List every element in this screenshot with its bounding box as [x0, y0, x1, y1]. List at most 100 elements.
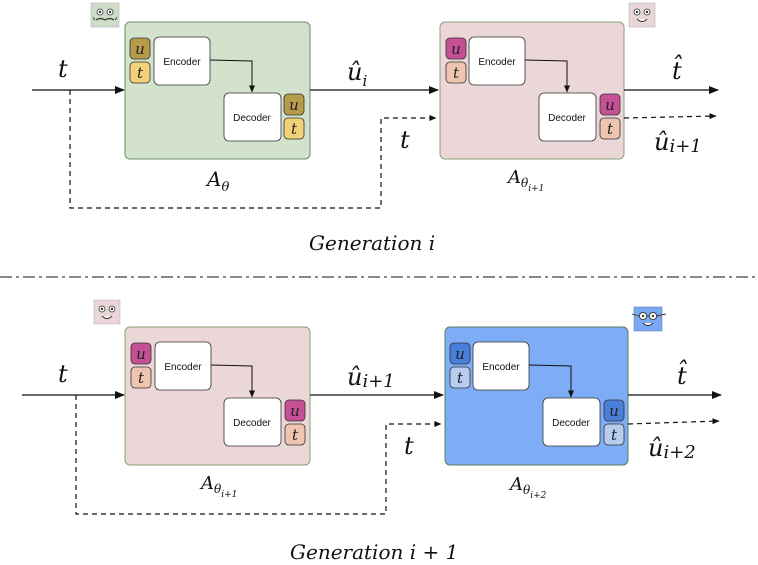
chip-u: [283, 93, 305, 116]
chip-t: [130, 366, 152, 389]
chip-u: [130, 342, 152, 365]
model-name-label: Aθi+1: [199, 473, 237, 500]
model-name-subsub: i+2: [530, 491, 546, 501]
output-u-dashed-arrow: [627, 418, 720, 425]
encoder-label: Encoder: [164, 362, 202, 373]
chip-u: [599, 93, 621, 116]
chip-t-label: t: [291, 120, 298, 138]
chip-t: [445, 61, 467, 84]
glasses-face-icon: [631, 306, 667, 332]
hat-u: û: [648, 434, 663, 462]
chip-t-label: t: [457, 369, 464, 387]
encoder-decoder-arrow: [209, 59, 255, 93]
decoder-block: [223, 92, 282, 142]
model-name: A: [199, 473, 214, 494]
encoder-label: Encoder: [482, 362, 520, 373]
mid-hat-u-label: ûi+1: [347, 363, 395, 392]
hat-u-sub: i+1: [669, 136, 701, 157]
input-t-label: t: [58, 360, 68, 388]
chip-u-label: u: [135, 40, 145, 58]
chip-u-label: u: [136, 345, 146, 363]
encoder-label: Encoder: [163, 57, 201, 68]
model-a-theta-i-plus-1: u t Encoder Decoder u t Aθi+1: [439, 21, 625, 194]
model-name-label: Aθ: [205, 167, 229, 195]
out-hat-t-label: t̂: [677, 359, 688, 390]
generation-1: t t u t Encoder Decoder u t: [32, 2, 719, 255]
mid-hat-u-label: ûi: [347, 58, 367, 90]
model-a-theta-i-plus-2: u t Encoder Decoder u t Aθi+2: [444, 326, 629, 501]
output-u-dashed-arrow: [623, 113, 717, 120]
generation-caption: Generation i + 1: [290, 540, 458, 564]
model-name-sub: θ: [521, 176, 529, 190]
encoder-decoder-arrow: [210, 364, 255, 398]
out-hat-u-label: ûi+2: [648, 434, 696, 463]
loop-t-label: t: [400, 126, 410, 154]
model-name-label: Aθi+2: [508, 474, 547, 501]
chip-t: [599, 117, 621, 140]
model-a-theta: u t Encoder Decoder u t Aθ: [124, 21, 311, 195]
decoder-block: [542, 397, 601, 447]
chip-t-label: t: [611, 426, 618, 444]
encoder-block: [468, 36, 526, 86]
model-box: [439, 21, 625, 160]
encoder-block: [472, 341, 530, 391]
encoder-decoder-arrow: [524, 59, 570, 93]
decoder-label: Decoder: [233, 418, 271, 429]
generation-caption: Generation i: [309, 231, 435, 255]
model-name-sub: θ: [214, 482, 222, 496]
decoder-block: [223, 397, 282, 447]
hat-u: û: [654, 128, 669, 156]
chip-u-label: u: [289, 96, 299, 114]
model-box: [444, 326, 629, 466]
chip-t-label: t: [137, 64, 144, 82]
hat-u: û: [347, 58, 362, 86]
chip-u: [449, 342, 471, 365]
chip-u: [603, 399, 625, 422]
smiling-face-icon: [628, 2, 656, 28]
chip-t: [603, 423, 625, 446]
chip-u: [284, 399, 306, 422]
model-a-theta-i-plus-1: u t Encoder Decoder u t Aθi+1: [124, 326, 311, 500]
encoder-block: [153, 36, 211, 86]
decoder-block: [538, 92, 597, 142]
loop-t-label: t: [404, 432, 414, 460]
generation-2: t t u t Encoder Decoder u t Aθi+1: [22, 299, 722, 564]
encoder-block: [154, 341, 212, 391]
out-hat-t-label: t̂: [672, 54, 683, 85]
chip-t: [129, 61, 151, 84]
decoder-label: Decoder: [233, 113, 271, 124]
encoder-decoder-arrow: [528, 364, 574, 398]
decoder-label: Decoder: [548, 113, 586, 124]
out-hat-u-label: ûi+1: [654, 128, 702, 157]
model-box: [124, 21, 311, 160]
chip-t: [283, 117, 305, 140]
input-t-label: t: [58, 55, 68, 83]
model-name-subsub: i+1: [528, 184, 544, 194]
model-name: A: [506, 167, 521, 188]
decoder-label: Decoder: [552, 418, 590, 429]
hat-u-sub: i: [362, 72, 367, 90]
model-name-label: Aθi+1: [506, 167, 544, 194]
mustache-face-icon: [90, 2, 120, 28]
chip-u-label: u: [455, 345, 465, 363]
chip-t: [284, 423, 306, 446]
hat-u: û: [347, 363, 362, 391]
model-name-sub: θ: [221, 180, 229, 195]
chip-t-label: t: [138, 369, 145, 387]
chip-t-label: t: [607, 120, 614, 138]
chip-u: [129, 37, 151, 60]
model-box: [124, 326, 311, 466]
chip-u-label: u: [605, 96, 615, 114]
chip-u-label: u: [451, 40, 461, 58]
hat-u-sub: i+1: [362, 371, 394, 392]
chip-t: [449, 366, 471, 389]
model-name-sub: θ: [523, 483, 531, 497]
hat-u-sub: i+2: [663, 442, 695, 463]
model-name: A: [508, 474, 523, 495]
model-name-subsub: i+1: [221, 490, 237, 500]
encoder-label: Encoder: [478, 57, 516, 68]
chip-t-label: t: [453, 64, 460, 82]
chip-u-label: u: [290, 402, 300, 420]
chip-u-label: u: [609, 402, 619, 420]
smiling-face-icon: [93, 299, 121, 325]
